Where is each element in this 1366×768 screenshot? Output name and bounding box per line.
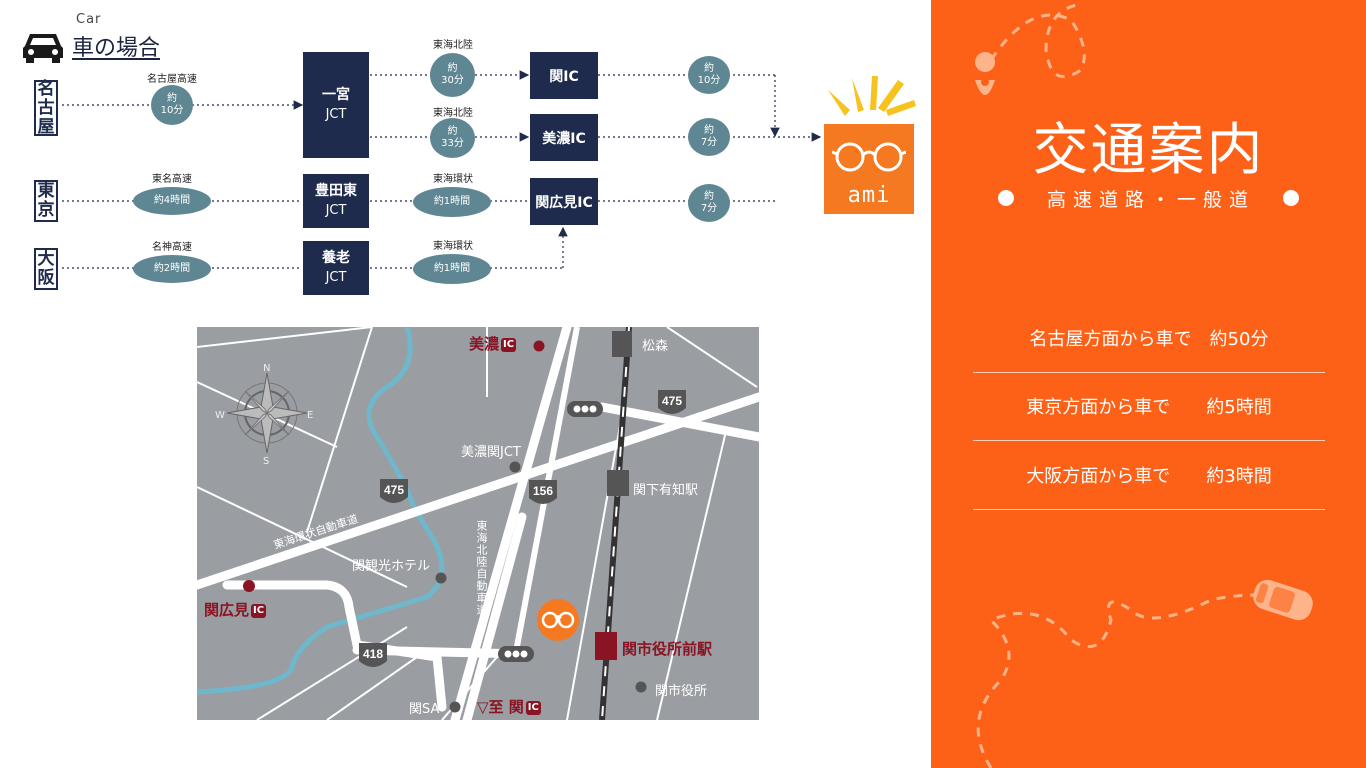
city-nagoya: 名古屋 [34,79,58,136]
ic-seki: 関IC [530,52,598,99]
label-seki-sa: 関SA [409,702,440,717]
compass-e: E [307,410,313,421]
road-label-tokyo: 東名高速 [152,174,192,185]
map-pin-icon [975,52,996,96]
panel-subtitle: 高速道路・一般道 [1046,189,1255,211]
time-badge-tokyo: 約4時間 [133,187,211,215]
route-info-nagoya: 名古屋方面から車で 約50分 [973,304,1325,373]
time-badge-toyotahigashi: 約1時間 [413,187,491,217]
road-label-nagoya: 名古屋高速 [147,74,197,85]
destination-logo: ami [824,124,914,214]
panel-title: 交通案内 [1032,118,1265,183]
road-label-tokai-kanjo-1: 東海環状 [433,174,473,185]
ic-mino: 美濃IC [530,114,598,161]
route-418: 418 [363,647,383,661]
label-tokai-hokuriku-road: 東海北陸自動車道 [475,520,488,616]
panel-decoration [975,2,1313,768]
label-matsumori: 松森 [642,339,669,354]
label-sekishimo-station: 関下有知駅 [633,483,699,498]
ic-sekihiromi: 関広見IC [530,178,598,225]
route-475-east: 475 [662,394,682,408]
info-panel: 交通案内 高速道路・一般道 名古屋方面から車で 約50分 東京方面から車で 約5… [931,0,1366,768]
route-475-west: 475 [384,483,404,497]
route-156: 156 [533,484,553,498]
label-city-hall: 関市役所 [655,684,708,699]
compass-n: N [263,363,270,374]
header-subtitle: Car [76,12,102,27]
road-label-tokai-kanjo-2: 東海環状 [433,241,473,252]
compass-s: S [263,456,269,467]
time-badge-osaka: 約2時間 [133,255,211,283]
city-osaka: 大阪 [34,248,58,290]
destination-logo-text: ami [847,183,891,208]
label-city-hall-station: 関市役所前駅 [622,640,713,658]
label-hotel: 関観光ホテル [352,559,431,574]
car-icon [22,28,64,64]
city-tokyo: 東京 [34,180,58,222]
glasses-icon [832,142,906,172]
header-title: 車の場合 [72,36,161,61]
car-topview-icon [1253,579,1313,621]
map-roads: N E S W 475 475 156 418 東海環状自動車道 [197,327,759,720]
road-label-tokai-hokuriku-1: 東海北陸 [433,40,473,51]
compass-icon: N E S W [215,363,313,467]
sparkle-icon [828,76,916,116]
time-badge-yoro: 約1時間 [413,254,491,284]
bullet-left [998,190,1014,206]
label-mino-seki-jct: 美濃関JCT [461,445,521,460]
route-info-osaka: 大阪方面から車で 約3時間 [973,441,1325,510]
bullet-right [1283,190,1299,206]
road-label-osaka: 名神高速 [152,242,192,253]
compass-w: W [215,410,225,421]
route-info-tokyo: 東京方面から車で 約5時間 [973,372,1325,441]
road-label-tokai-hokuriku-2: 東海北陸 [433,108,473,119]
